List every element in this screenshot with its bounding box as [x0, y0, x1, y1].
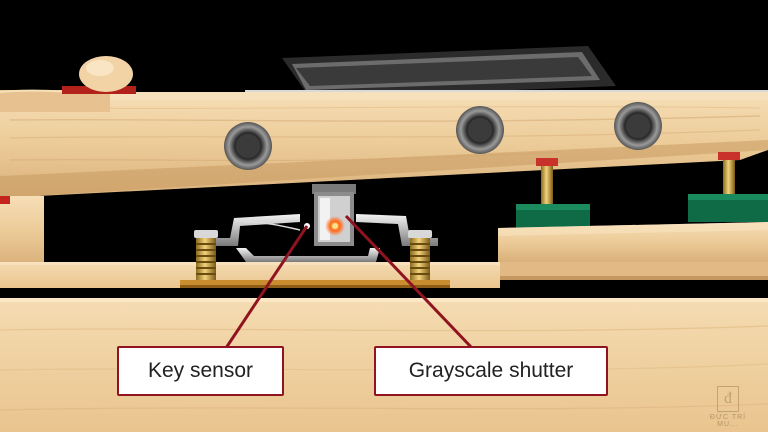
dt-monogram-icon: đ	[717, 386, 739, 412]
key-bed-rail-right	[498, 222, 768, 280]
key-sensor-label: Key sensor	[117, 346, 284, 396]
grayscale-shutter-assembly	[312, 184, 356, 246]
grayscale-shutter-label: Grayscale shutter	[374, 346, 608, 396]
front-pins	[516, 152, 768, 230]
balance-rail-left	[0, 56, 136, 112]
right-screw	[408, 230, 432, 280]
watermark-text: ĐỨC TRÍ MU...	[709, 414, 747, 428]
watermark: đ ĐỨC TRÍ MU...	[698, 386, 758, 428]
sensor-bracket	[194, 214, 438, 280]
key-holes	[224, 102, 662, 170]
shutter-leader	[344, 214, 474, 350]
key-lever	[0, 92, 768, 198]
key-sensor-leader	[224, 225, 309, 349]
left-screw	[194, 230, 218, 280]
front-rail-block	[0, 196, 44, 266]
